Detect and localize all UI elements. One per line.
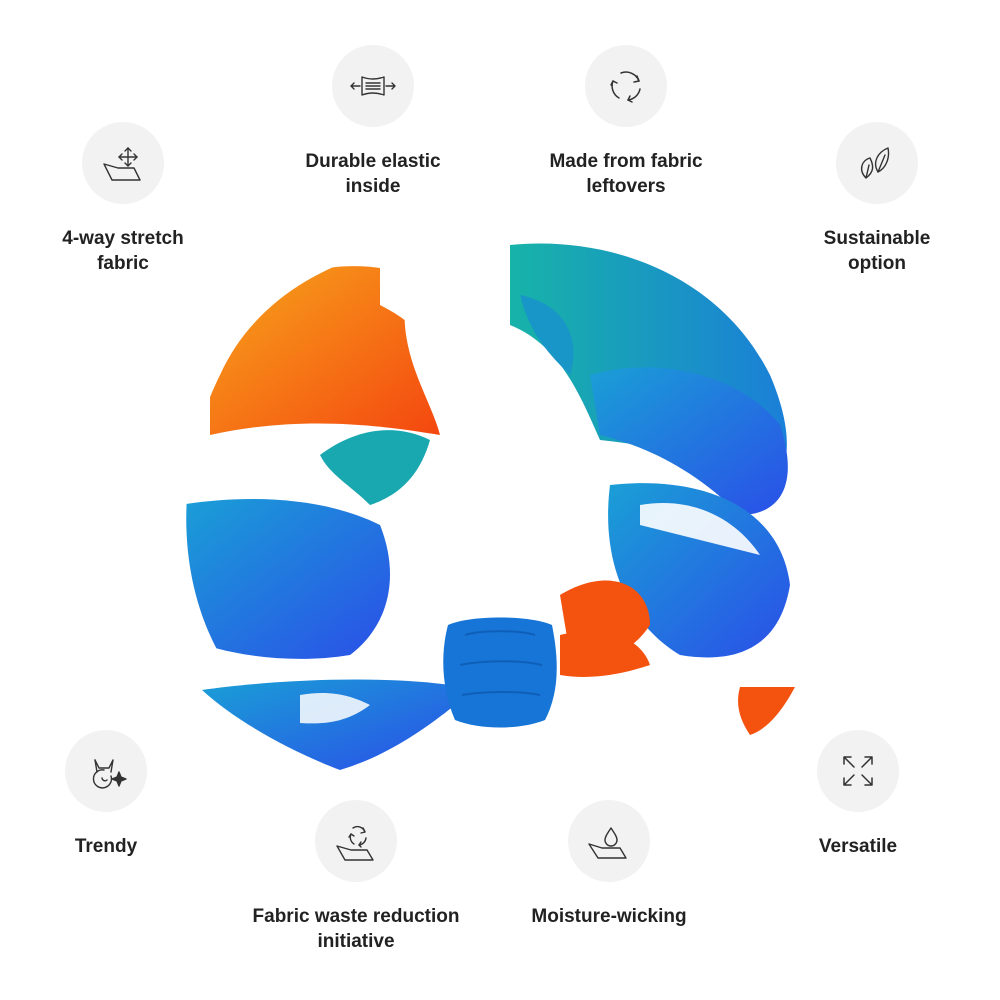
leaves-icon bbox=[860, 147, 890, 179]
feature-icon-circle bbox=[817, 730, 899, 812]
feature-trendy: Trendy bbox=[0, 730, 226, 859]
scrunchie-image bbox=[186, 232, 805, 781]
fabric-recycle-icon bbox=[336, 825, 374, 861]
feature-label: Durable elastic inside bbox=[305, 151, 441, 197]
feature-moisture-wicking: Moisture-wicking bbox=[489, 800, 729, 929]
feature-label: Versatile bbox=[818, 836, 898, 857]
feature-label: Fabric waste reduction initiative bbox=[252, 906, 460, 952]
feature-label: Moisture-wicking bbox=[531, 906, 687, 927]
feature-icon-circle bbox=[836, 122, 918, 204]
feature-icon-circle bbox=[568, 800, 650, 882]
feature-icon-circle bbox=[315, 800, 397, 882]
scrunchie-bow bbox=[202, 617, 795, 770]
feature-fabric-waste-reduction: Fabric waste reduction initiative bbox=[236, 800, 476, 954]
feature-icon-circle bbox=[82, 122, 164, 204]
stretch-arrows-icon bbox=[103, 147, 141, 181]
feature-icon-circle bbox=[65, 730, 147, 812]
feature-icon-circle bbox=[585, 45, 667, 127]
trendy-sparkle-icon bbox=[92, 759, 127, 789]
feature-label: Sustainable option bbox=[823, 228, 931, 274]
recycle-icon bbox=[610, 71, 641, 103]
expand-arrows-icon bbox=[843, 756, 873, 786]
feature-label: Trendy bbox=[74, 836, 138, 857]
elastic-band-icon bbox=[350, 76, 396, 96]
feature-4-way-stretch: 4-way stretch fabric bbox=[3, 122, 243, 276]
feature-icon-circle bbox=[332, 45, 414, 127]
feature-label: Made from fabric leftovers bbox=[549, 151, 703, 197]
feature-label: 4-way stretch fabric bbox=[62, 228, 184, 274]
water-drop-icon bbox=[588, 827, 627, 859]
feature-durable-elastic: Durable elastic inside bbox=[253, 45, 493, 199]
feature-versatile: Versatile bbox=[738, 730, 978, 859]
feature-fabric-leftovers: Made from fabric leftovers bbox=[506, 45, 746, 199]
feature-sustainable: Sustainable option bbox=[757, 122, 997, 276]
